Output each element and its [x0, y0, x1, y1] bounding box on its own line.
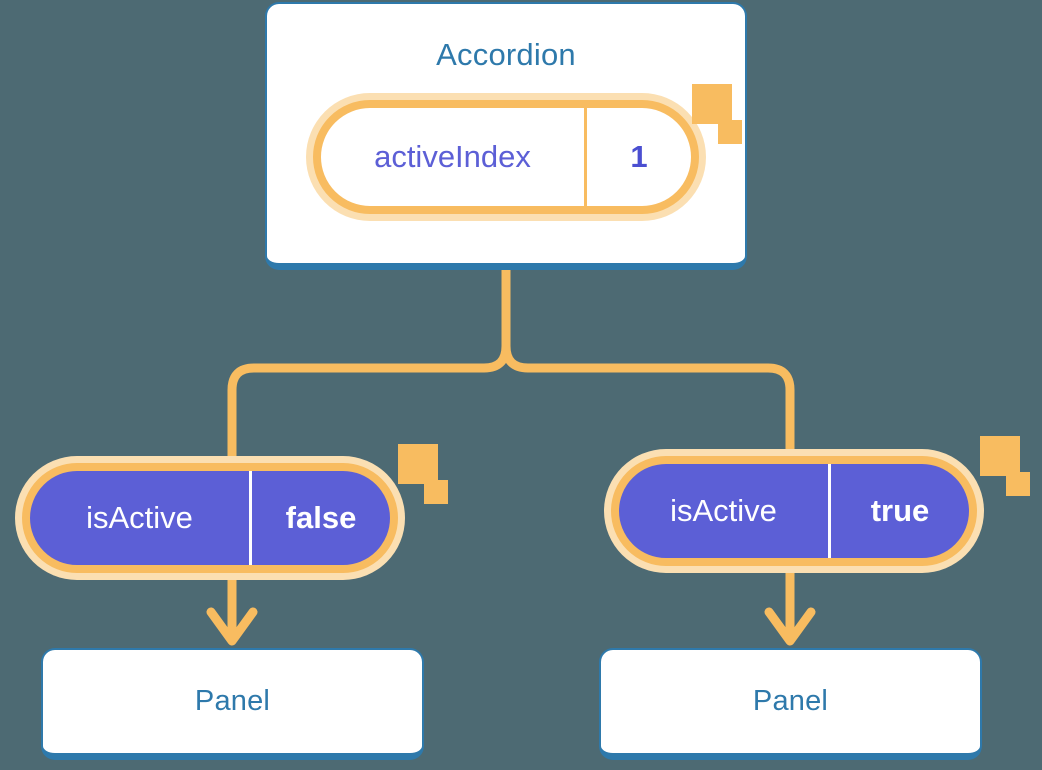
panel-title: Panel	[752, 685, 829, 717]
sparkle-star-small	[424, 480, 448, 504]
panel-component-card-right[interactable]: Panel	[599, 648, 982, 760]
arrow-down-icon-right	[764, 573, 816, 646]
edge-accordion-to-left	[227, 265, 511, 461]
state-value-label: true	[870, 493, 930, 528]
state-key-label: activeIndex	[321, 108, 587, 206]
sparkle-star-small	[1006, 472, 1030, 496]
state-value-label: 1	[630, 139, 648, 174]
edge-accordion-to-right	[501, 265, 795, 454]
sparkle-star-large	[980, 436, 1020, 476]
state-value-label: false	[285, 500, 357, 535]
panel-title: Panel	[194, 685, 271, 717]
state-pill-body: activeIndex 1	[313, 100, 699, 214]
arrow-down-icon-left	[206, 580, 258, 646]
accordion-title: Accordion	[436, 37, 576, 72]
state-pill-is-active-true[interactable]: isActive true	[604, 449, 984, 573]
panel-component-card-left[interactable]: Panel	[41, 648, 424, 760]
state-pill-active-index[interactable]: activeIndex 1	[306, 93, 706, 221]
state-pill-body: isActive true	[611, 456, 977, 566]
state-key-label: isActive	[619, 464, 831, 558]
state-key-label: isActive	[30, 471, 252, 565]
sparkle-star-large	[398, 444, 438, 484]
state-pill-body: isActive false	[22, 463, 398, 573]
state-pill-is-active-false[interactable]: isActive false	[15, 456, 405, 580]
